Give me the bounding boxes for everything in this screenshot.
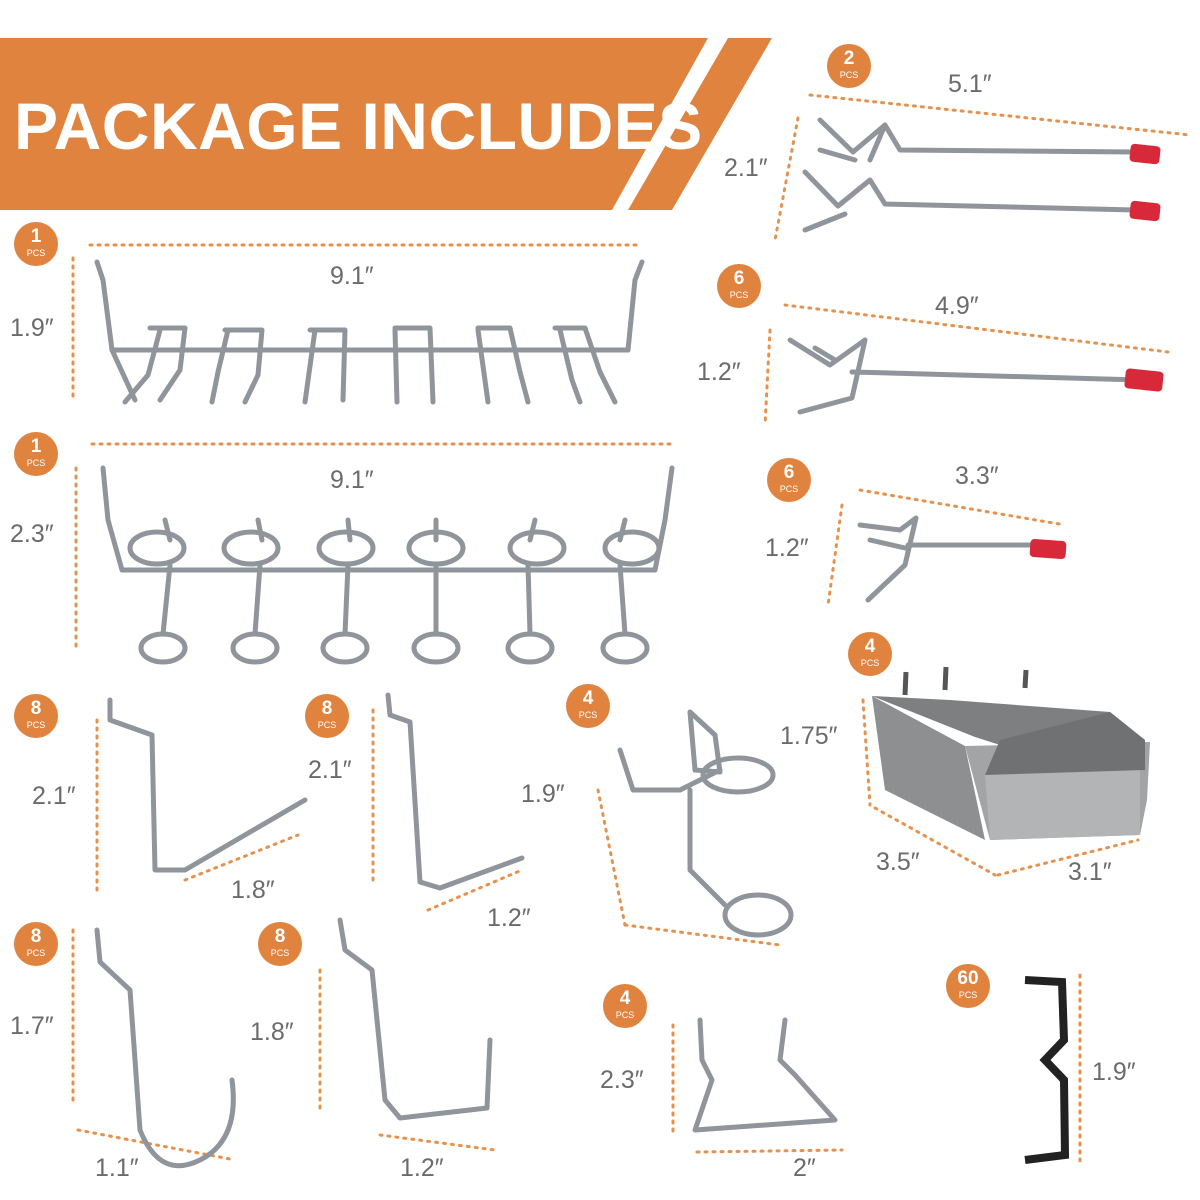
- u-hook-rack-bar: [94, 259, 645, 353]
- dim-short-hook-length: 3.3″: [955, 462, 999, 490]
- header-banner: [0, 38, 708, 210]
- dim-long-hook-height: 1.2″: [697, 358, 741, 386]
- long-single-hook: [787, 337, 1143, 415]
- dim-ring-rack-height: 2.3″: [10, 520, 54, 548]
- dim-bin-width: 3.1″: [1068, 858, 1112, 886]
- dim-spring-clip-height: 2.3″: [600, 1066, 644, 1094]
- red-caps: [1029, 143, 1164, 559]
- angled-hook-b: [385, 692, 525, 891]
- dim-j-hook-width: 1.1″: [95, 1154, 139, 1182]
- dim-u-hook-rack-length: 9.1″: [330, 262, 374, 290]
- dim-locking-clip-height: 1.9″: [1092, 1058, 1136, 1086]
- dim-angled-hook-a-length: 1.8″: [231, 876, 275, 904]
- dim-double-hook-length: 5.1″: [948, 70, 992, 98]
- angled-hook-a: [107, 697, 308, 873]
- header-stripe: [628, 38, 772, 210]
- dim-spring-clip-width: 2″: [793, 1154, 816, 1182]
- dim-angled-hook-b-length: 1.2″: [487, 904, 531, 932]
- ring-holder: [617, 709, 723, 793]
- page-title: PACKAGE INCLUDES: [14, 89, 703, 163]
- dim-j-hook-height: 1.7″: [10, 1012, 54, 1040]
- dim-l-hook-width: 1.2″: [400, 1154, 444, 1182]
- j-hook: [94, 927, 236, 1169]
- double-hook-lower: [802, 169, 1138, 233]
- dim-long-hook-length: 4.9″: [935, 292, 979, 320]
- ring-rack-bar: [100, 465, 675, 573]
- dim-ring-rack-length: 9.1″: [330, 466, 374, 494]
- bin-illustration: [872, 666, 1150, 840]
- metal-parts: [94, 117, 1143, 1169]
- dim-angled-hook-b-height: 2.1″: [308, 756, 352, 784]
- l-hook: [337, 917, 493, 1121]
- dim-bin-height: 1.75″: [780, 722, 838, 750]
- dim-u-hook-rack-height: 1.9″: [10, 314, 54, 342]
- dim-l-hook-height: 1.8″: [250, 1018, 294, 1046]
- dim-double-hook-height: 2.1″: [724, 154, 768, 182]
- short-single-hook: [857, 515, 1043, 603]
- double-hook-upper: [817, 117, 1138, 163]
- spring-clip: [692, 1017, 838, 1133]
- dim-bin-depth: 3.5″: [876, 848, 920, 876]
- locking-clip: [1024, 976, 1070, 1164]
- dim-short-hook-height: 1.2″: [765, 534, 809, 562]
- dimension-lines: [71, 93, 1192, 1167]
- dim-angled-hook-a-height: 2.1″: [32, 782, 76, 810]
- dim-ring-holder-height: 1.9″: [521, 780, 565, 808]
